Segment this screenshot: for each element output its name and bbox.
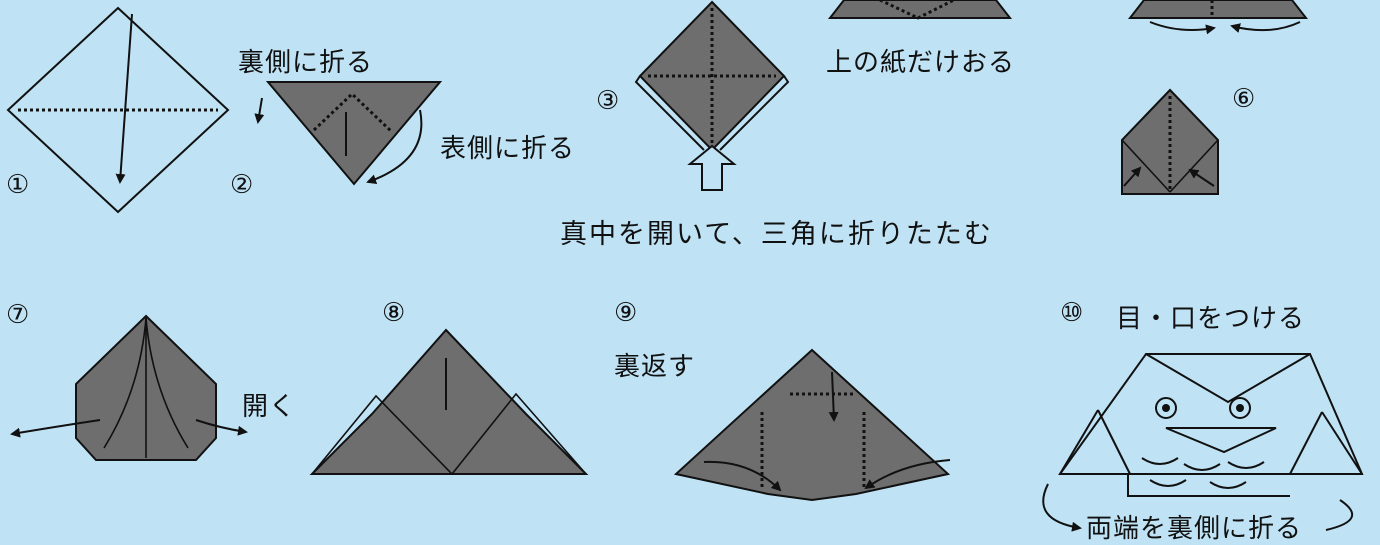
step-1-diagram — [6, 6, 230, 214]
step-10-eye-right — [1229, 397, 1251, 419]
step-9-label: 裏返す — [614, 352, 696, 382]
step-1-arrow — [115, 13, 133, 184]
step-4-arrow-right — [1230, 21, 1301, 33]
step-3-push-arrow — [687, 144, 737, 191]
step-10-scale-4 — [1149, 479, 1187, 487]
step-10-label: 目・口をつける — [1116, 304, 1306, 334]
step-10-scale-3 — [1227, 461, 1265, 469]
step-9-arrow-left — [703, 460, 782, 492]
step-6-shape — [1121, 88, 1219, 195]
step-10-head-line — [1145, 353, 1311, 404]
step-10-number: ⑩ — [1060, 298, 1084, 328]
step-10-mouth — [1165, 427, 1277, 454]
step-7-crease-left — [103, 317, 147, 449]
step-7-crease-right — [145, 317, 189, 449]
step-2-fold-line — [312, 91, 394, 134]
step-2-back-arrow — [254, 97, 265, 124]
step-2-back-fold-label: 裏側に折る — [238, 48, 374, 78]
step-10-left-fin — [1059, 409, 1099, 475]
step-4-arrow-left — [1149, 21, 1216, 35]
step-2-diagram — [254, 81, 443, 186]
step-10-scale-5 — [1209, 481, 1247, 489]
step-2-front-fold-label: 表側に折る — [440, 134, 576, 164]
step-7-arrow-right — [195, 419, 248, 436]
step-1-paper — [6, 6, 230, 214]
step-5-shape — [827, 0, 1013, 19]
step-3-edge-left — [634, 75, 705, 151]
step-10-scale-1 — [1141, 457, 1179, 465]
step-2-number: ② — [230, 170, 254, 200]
step-3-diamond — [638, 0, 786, 152]
step-10-right-fin-inner — [1289, 411, 1323, 475]
step-10-arrow-left — [1042, 483, 1082, 532]
step-9-shape — [673, 348, 951, 502]
step-4-shape — [1127, 0, 1309, 19]
step-6-arrow-left — [1123, 166, 1142, 187]
step-3-label: 真中を開いて、三角に折りたたむ — [560, 219, 993, 250]
step-6-crease-left — [1121, 139, 1171, 193]
step-7-diagram — [10, 314, 248, 461]
step-10-eye-left — [1155, 397, 1177, 419]
step-3-edge-right — [719, 75, 790, 151]
step-8-shape — [309, 328, 589, 475]
step-10-ends-label: 両端を裏側に折る — [1086, 508, 1303, 545]
step-8-flaps — [311, 392, 587, 476]
step-8-number: ⑧ — [382, 298, 406, 328]
step-5-fold-line — [879, 0, 955, 20]
step-7-shape — [75, 314, 217, 461]
step-10-left-fin-inner — [1097, 409, 1131, 475]
step-9-number: ⑨ — [614, 298, 638, 328]
step-3-diagram — [634, 0, 790, 191]
step-10-pupil-right — [1236, 404, 1244, 412]
step-2-front-arrow — [366, 109, 423, 185]
step-7-arrow-left — [10, 419, 101, 438]
step-6-arrow-right — [1188, 168, 1215, 187]
step-10-pupil-left — [1162, 404, 1170, 412]
step-8-diagram — [309, 328, 589, 476]
step-7-number: ⑦ — [6, 300, 30, 330]
step-6-diagram — [1121, 88, 1219, 195]
step-9-arrow-right — [864, 459, 951, 490]
step-9-arrow-top — [828, 371, 839, 422]
step-10-base — [1127, 474, 1290, 497]
step-1-number: ① — [6, 170, 30, 200]
step-2-triangle — [265, 81, 443, 186]
step-10-diagram — [1042, 353, 1364, 532]
step-6-number: ⑥ — [1232, 84, 1256, 114]
step-6-crease-right — [1169, 139, 1219, 193]
step-10-arrow-right — [1325, 499, 1354, 531]
step-10-body — [1058, 353, 1364, 475]
step-10-right-fin — [1321, 411, 1363, 475]
step-3-number: ③ — [596, 86, 620, 116]
step-9-diagram — [673, 348, 951, 502]
step-4-diagram — [1127, 0, 1309, 35]
step-10-scale-2 — [1183, 463, 1221, 471]
step-5-diagram — [827, 0, 1013, 20]
step-5-label: 上の紙だけおる — [826, 48, 1016, 78]
step-7-label: 開く — [242, 392, 297, 422]
